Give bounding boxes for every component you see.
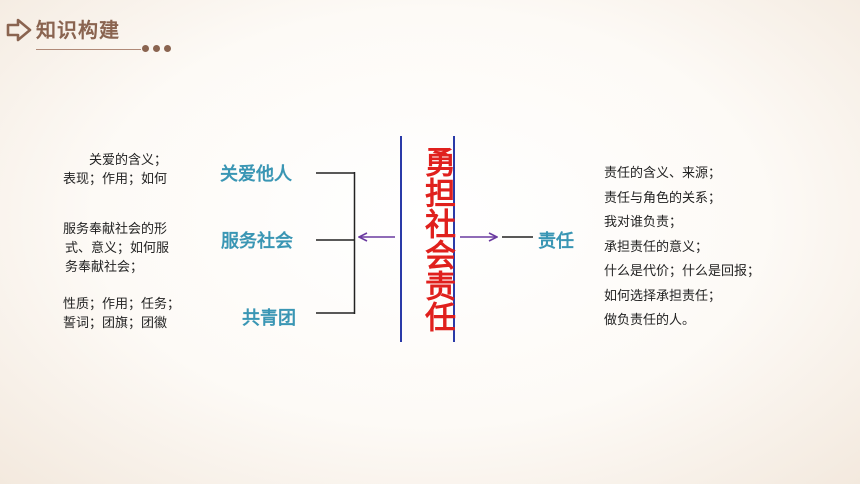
- list-item: 做负责任的人。: [604, 313, 696, 328]
- note-line: 表现；作用；如何: [63, 172, 168, 187]
- note-youth-league: 性质；作用；任务； 誓词；团旗；团徽: [63, 295, 180, 333]
- decorative-dots: [142, 45, 171, 52]
- responsibility-list: 责任的含义、来源； 责任与角色的关系； 我对谁负责； 承担责任的意义； 什么是代…: [604, 162, 760, 334]
- title-underline: [36, 49, 141, 50]
- note-caring: 关爱的含义； 表现；作用；如何: [63, 151, 167, 189]
- note-line: 服务奉献社会的形: [63, 222, 168, 237]
- branch-responsibility: 责任: [538, 231, 574, 252]
- left-bracket: [316, 172, 356, 314]
- note-line: 务奉献社会；: [65, 260, 144, 275]
- list-item: 责任的含义、来源；: [604, 166, 722, 181]
- note-service: 服务奉献社会的形 式、意义；如何服 务奉献社会；: [63, 220, 169, 277]
- list-item: 责任与角色的关系；: [604, 190, 722, 206]
- dot-icon: [142, 45, 149, 52]
- dot-icon: [164, 45, 171, 52]
- list-item: 如何选择承担责任；: [604, 288, 722, 304]
- note-line: 式、意义；如何服: [65, 241, 170, 256]
- central-topic-box: 勇担社会责任: [400, 136, 455, 342]
- branch-caring-others: 关爱他人: [220, 164, 292, 185]
- arrow-right-icon: [6, 18, 32, 42]
- list-item: 什么是代价；什么是回报；: [604, 264, 761, 279]
- list-item: 承担责任的意义；: [604, 239, 709, 255]
- central-topic: 勇担社会责任: [419, 146, 455, 332]
- branch-youth-league: 共青团: [242, 308, 296, 329]
- header: 知识构建: [0, 0, 860, 60]
- note-line: 关爱的含义；: [89, 153, 168, 168]
- list-item: 我对谁负责；: [604, 215, 683, 230]
- dot-icon: [153, 45, 160, 52]
- branch-serve-society: 服务社会: [221, 231, 293, 252]
- note-line: 性质；作用；任务；: [63, 297, 181, 312]
- section-title: 知识构建: [36, 18, 120, 42]
- note-line: 誓词；团旗；团徽: [63, 316, 168, 331]
